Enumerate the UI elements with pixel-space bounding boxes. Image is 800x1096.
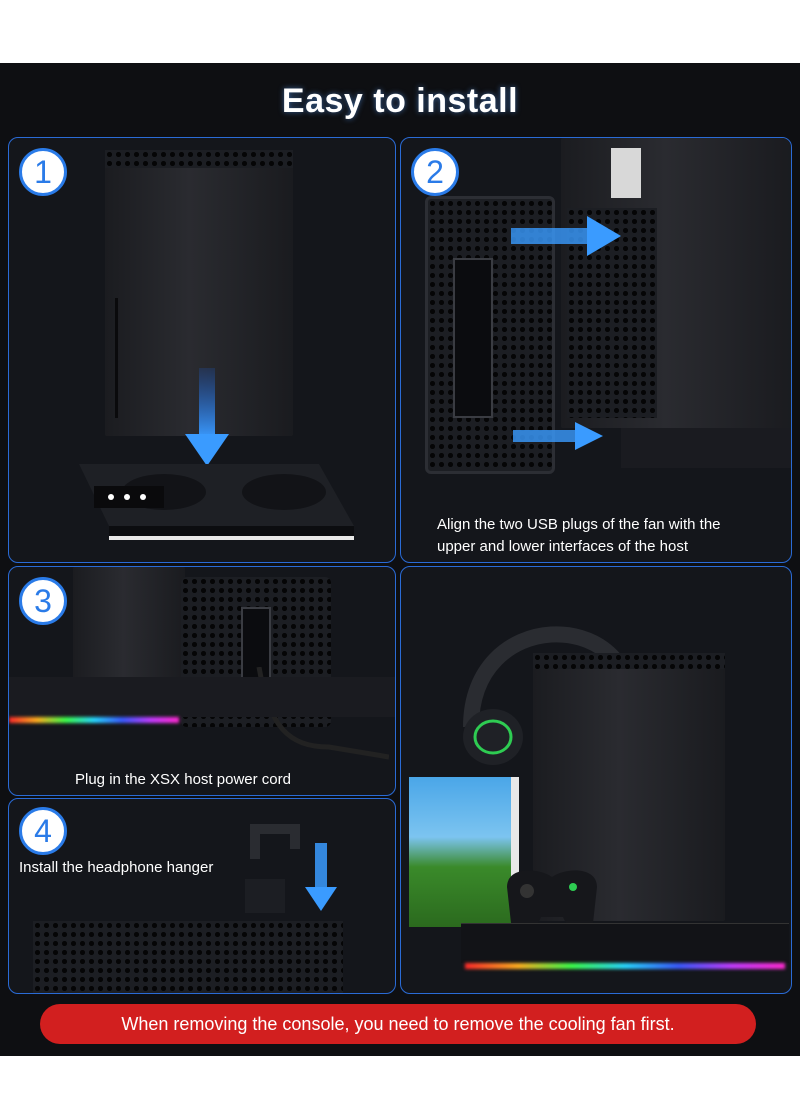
removal-warning: When removing the console, you need to r… [40,1004,756,1044]
step-4-panel: 4 Install the headphone hanger [8,798,396,994]
final-setup-panel [400,566,792,994]
console-rear-grille [567,208,657,418]
step-2-caption-line2: upper and lower interfaces of the host [437,538,688,555]
step-3-badge: 3 [19,577,67,625]
cooling-stand [79,464,354,540]
down-arrow-icon [185,368,229,466]
controller-icon [507,870,597,931]
step-2-panel: 2 Align the two USB plugs of the fan wit… [400,137,792,563]
charging-base [461,923,789,963]
step-3-caption: Plug in the XSX host power cord [75,771,291,788]
step-2-badge: 2 [411,148,459,196]
step-2-caption-line1: Align the two USB plugs of the fan with … [437,516,721,533]
stand-edge [621,428,791,468]
step-1-panel: 1 [8,137,396,563]
step-1-badge: 1 [19,148,67,196]
console-slot [115,298,118,418]
console-top-grille-4 [33,921,343,993]
headphone-hanger [245,824,300,913]
console-label [611,148,641,198]
console-top-grille [105,150,293,168]
console-top-grille-final [533,653,725,669]
step-4-badge: 4 [19,807,67,855]
xbox-console-base [73,567,185,697]
stand-tray [9,677,395,717]
right-arrow-icon-lower [513,422,603,450]
step-3-panel: 3 Plug in the XSX host power cord [8,566,396,796]
right-arrow-icon [511,216,621,256]
game-cases [409,777,519,927]
rgb-light-strip [9,717,179,723]
page-title: Easy to install [281,82,519,120]
step-4-caption: Install the headphone hanger [19,859,214,876]
down-arrow-icon-hanger [305,843,337,911]
fan-module-cutout [453,258,493,418]
rgb-light-strip-final [465,963,785,969]
